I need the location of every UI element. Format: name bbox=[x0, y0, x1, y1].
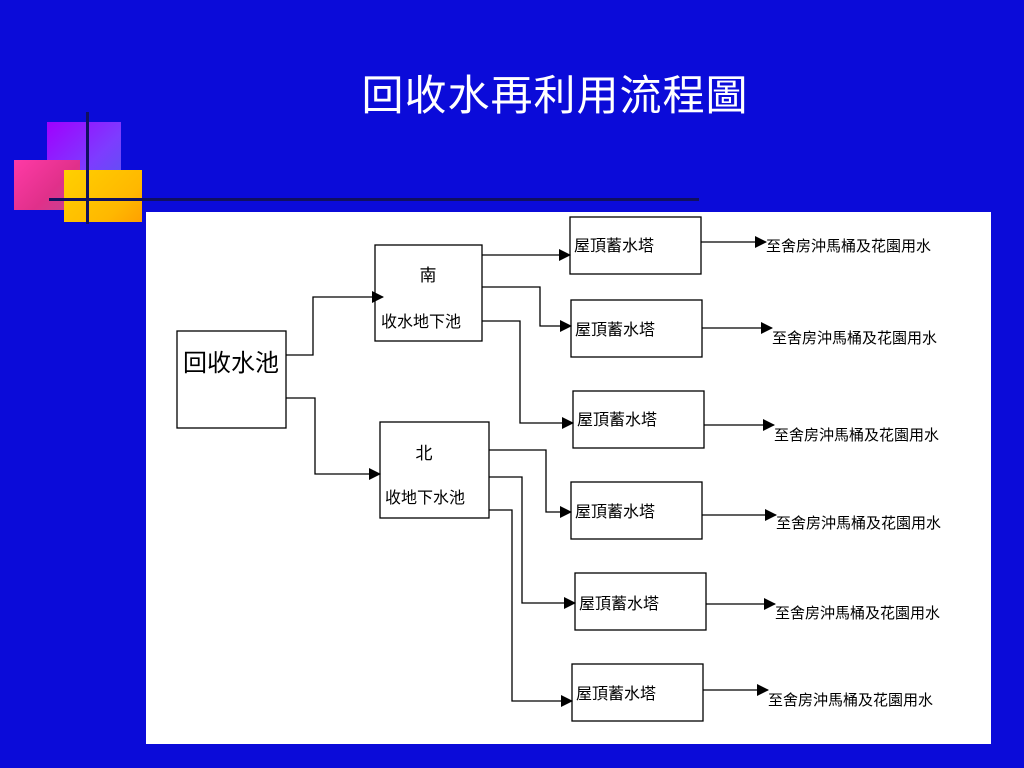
connector-north-tank-5 bbox=[489, 476, 576, 609]
diagram-panel: 回收水池 南 收水地下池 北 收地下水池 屋頂蓄水塔 屋頂蓄水塔 屋頂蓄水塔 屋… bbox=[146, 212, 991, 744]
decor-yellow-square bbox=[64, 170, 142, 222]
south-pool-label-line2: 收水地下池 bbox=[381, 312, 461, 331]
north-pool-label-line2: 收地下水池 bbox=[385, 488, 465, 507]
tank-box-1 bbox=[569, 216, 702, 275]
destination-label-3: 至舍房沖馬桶及花園用水 bbox=[774, 426, 939, 444]
connector-north-tank-6 bbox=[489, 509, 573, 707]
connector-north-tank-4 bbox=[489, 449, 572, 518]
source-pool-box bbox=[176, 330, 287, 429]
north-pool-label-line1: 北 bbox=[416, 444, 433, 464]
slide-title: 回收水再利用流程圖 bbox=[361, 71, 749, 120]
source-pool-label: 回收水池 bbox=[183, 349, 279, 377]
connector-source-north bbox=[286, 397, 381, 480]
decor-horizontal-line bbox=[49, 198, 699, 201]
tank-label-4: 屋頂蓄水塔 bbox=[575, 502, 655, 521]
destination-label-5: 至舍房沖馬桶及花園用水 bbox=[775, 604, 940, 622]
destination-label-4: 至舍房沖馬桶及花園用水 bbox=[776, 514, 941, 532]
connector-source-south bbox=[286, 291, 384, 356]
destination-label-6: 至舍房沖馬桶及花園用水 bbox=[768, 691, 933, 709]
tank-label-1: 屋頂蓄水塔 bbox=[574, 236, 654, 255]
connector-south-tank-2 bbox=[482, 286, 572, 332]
tank-label-3: 屋頂蓄水塔 bbox=[577, 410, 657, 429]
south-pool-label-line1: 南 bbox=[420, 266, 437, 286]
tank-label-2: 屋頂蓄水塔 bbox=[575, 320, 655, 339]
tank-label-5: 屋頂蓄水塔 bbox=[579, 594, 659, 613]
tank-box-6 bbox=[571, 663, 704, 722]
decor-vertical-line bbox=[86, 112, 89, 224]
flow-diagram: 回收水池 南 收水地下池 北 收地下水池 屋頂蓄水塔 屋頂蓄水塔 屋頂蓄水塔 屋… bbox=[176, 216, 941, 722]
destination-label-2: 至舍房沖馬桶及花園用水 bbox=[772, 329, 937, 347]
tank-label-6: 屋頂蓄水塔 bbox=[576, 684, 656, 703]
destination-label-1: 至舍房沖馬桶及花園用水 bbox=[766, 237, 931, 255]
connector-south-tank-3 bbox=[482, 320, 574, 429]
